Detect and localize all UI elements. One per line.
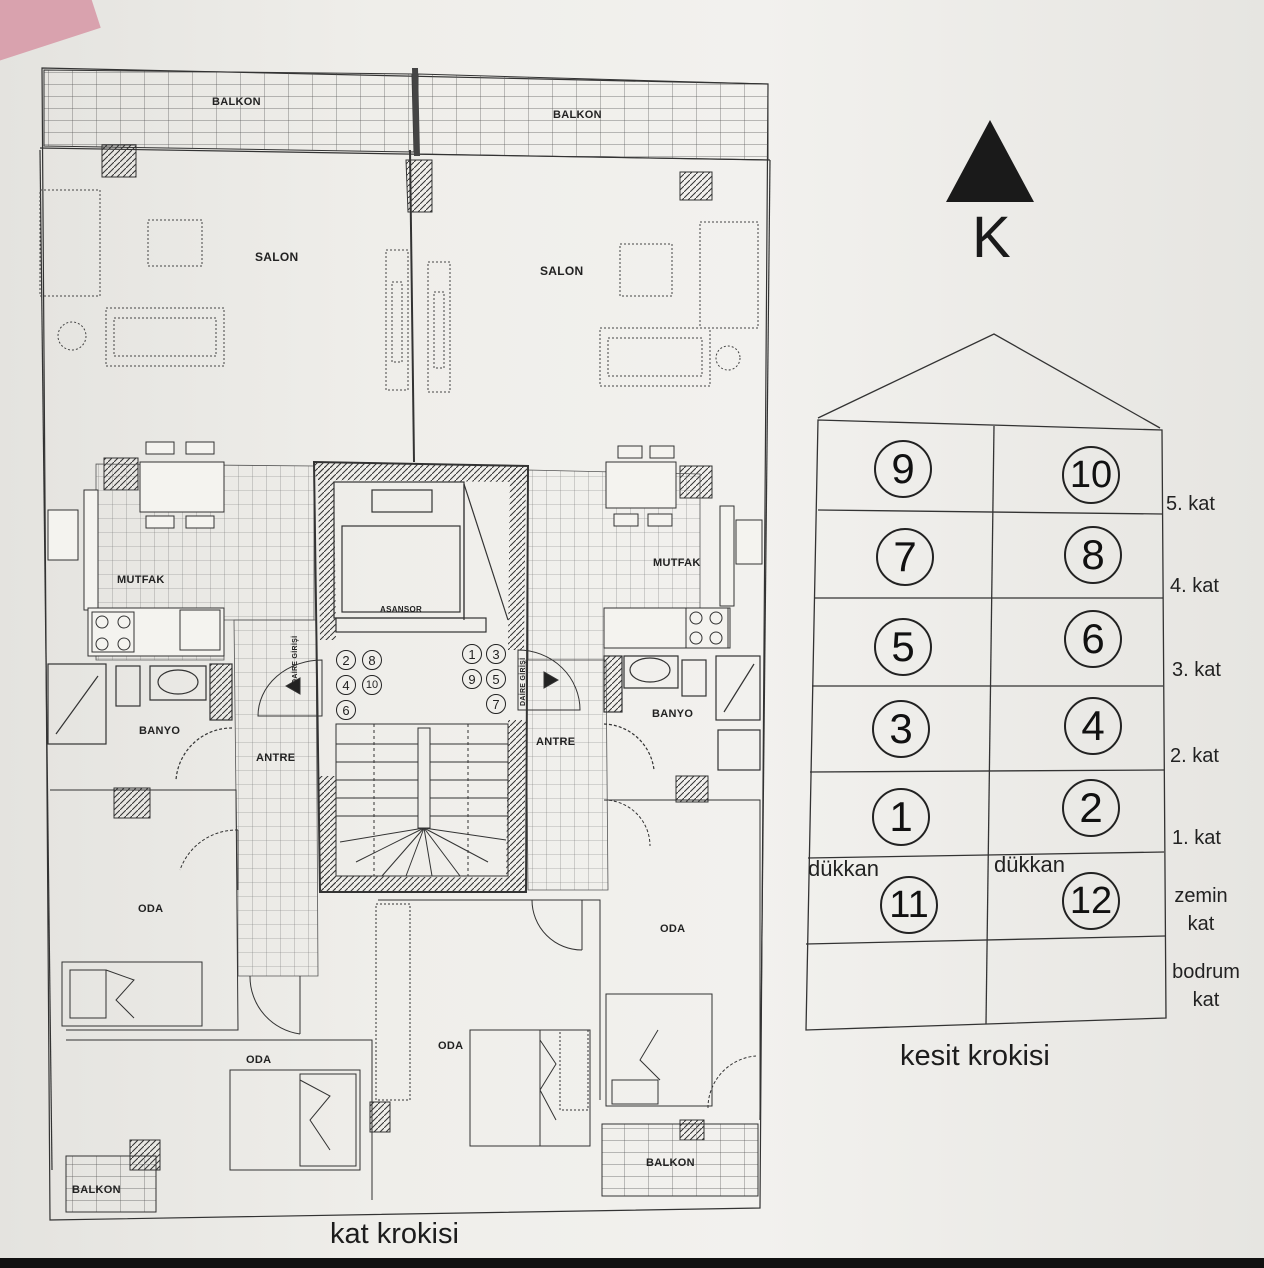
room-bottom-left-label: ODA bbox=[246, 1054, 272, 1066]
unit-2: 2 bbox=[1062, 779, 1120, 837]
floor-label-5: 5. kat bbox=[1166, 493, 1215, 515]
room-left-label: ODA bbox=[138, 903, 164, 915]
unit-11: 11 bbox=[880, 876, 938, 934]
living-furniture-right bbox=[427, 221, 759, 393]
unit-6: 6 bbox=[1064, 610, 1122, 668]
living-left-label: SALON bbox=[255, 250, 299, 264]
balcony-top-right-label: BALKON bbox=[553, 109, 602, 121]
unit-5: 5 bbox=[874, 618, 932, 676]
door-unit-circle: 9 bbox=[462, 669, 482, 689]
bath-right-label: BANYO bbox=[652, 708, 694, 720]
kitchen-counters bbox=[47, 489, 763, 657]
floor-label-4: 4. kat bbox=[1170, 575, 1219, 597]
kitchen-right-label: MUTFAK bbox=[653, 557, 701, 569]
floor-label-ground-line1: zemin bbox=[1174, 885, 1228, 907]
dining-tables bbox=[139, 441, 677, 529]
door-unit-circle: 7 bbox=[486, 694, 506, 714]
living-right-label: SALON bbox=[540, 264, 584, 278]
door-unit-circle: 8 bbox=[362, 650, 382, 670]
unit-1: 1 bbox=[872, 788, 930, 846]
bottom-balconies bbox=[65, 1123, 759, 1213]
columns bbox=[101, 144, 713, 1171]
door-unit-circle: 4 bbox=[336, 675, 356, 695]
floor-label-3: 3. kat bbox=[1172, 659, 1221, 681]
bedrooms bbox=[50, 789, 761, 1200]
unit-4: 4 bbox=[1064, 697, 1122, 755]
unit-7: 7 bbox=[876, 528, 934, 586]
scan-edge bbox=[0, 1258, 1264, 1268]
door-unit-circle: 5 bbox=[486, 669, 506, 689]
north-arrow-icon bbox=[946, 120, 1034, 202]
floor-label-ground: zemin kat bbox=[1172, 882, 1230, 938]
living-furniture-left bbox=[39, 189, 409, 391]
unit-8: 8 bbox=[1064, 526, 1122, 584]
balcony-bottom-left-label: BALKON bbox=[72, 1184, 121, 1196]
column bbox=[405, 159, 433, 213]
staircase bbox=[335, 723, 509, 877]
door-unit-circle: 10 bbox=[362, 675, 382, 695]
door-unit-circle: 2 bbox=[336, 650, 356, 670]
room-center-label: ODA bbox=[438, 1040, 464, 1052]
shop-left-label: dükkan bbox=[808, 856, 879, 881]
stair-core bbox=[312, 460, 530, 893]
shop-right-label: dükkan bbox=[994, 852, 1065, 877]
bath-left-label: BANYO bbox=[139, 725, 181, 737]
floor-plan-caption: kat krokisi bbox=[330, 1218, 459, 1250]
unit-9: 9 bbox=[874, 440, 932, 498]
balcony-bottom-right-label: BALKON bbox=[646, 1157, 695, 1169]
hall-right-label: ANTRE bbox=[536, 736, 576, 748]
section-caption: kesit krokisi bbox=[900, 1040, 1050, 1072]
entrance-doors bbox=[257, 649, 581, 717]
door-unit-circle: 1 bbox=[462, 644, 482, 664]
floor-label-basement: bodrum kat bbox=[1170, 958, 1242, 1014]
floor-label-basement-line2: kat bbox=[1192, 989, 1220, 1011]
hall-left-label: ANTRE bbox=[256, 752, 296, 764]
balcony-top-left-label: BALKON bbox=[212, 96, 261, 108]
top-balconies bbox=[43, 68, 769, 161]
unit-10: 10 bbox=[1062, 446, 1120, 504]
elevator-shaft bbox=[333, 481, 509, 633]
north-label: K bbox=[972, 205, 1011, 270]
bathrooms bbox=[47, 655, 761, 781]
floor-label-1: 1. kat bbox=[1172, 827, 1221, 849]
floor-label-2: 2. kat bbox=[1170, 745, 1219, 767]
door-unit-circle: 3 bbox=[486, 644, 506, 664]
elevator-label: ASANSOR bbox=[380, 605, 423, 614]
door-unit-circle: 6 bbox=[336, 700, 356, 720]
floor-label-basement-line1: bodrum bbox=[1172, 961, 1240, 983]
unit-12: 12 bbox=[1062, 872, 1120, 930]
room-right-label: ODA bbox=[660, 923, 686, 935]
kitchen-left-label: MUTFAK bbox=[117, 574, 165, 586]
floor-label-ground-line2: kat bbox=[1187, 913, 1215, 935]
unit-3: 3 bbox=[872, 700, 930, 758]
